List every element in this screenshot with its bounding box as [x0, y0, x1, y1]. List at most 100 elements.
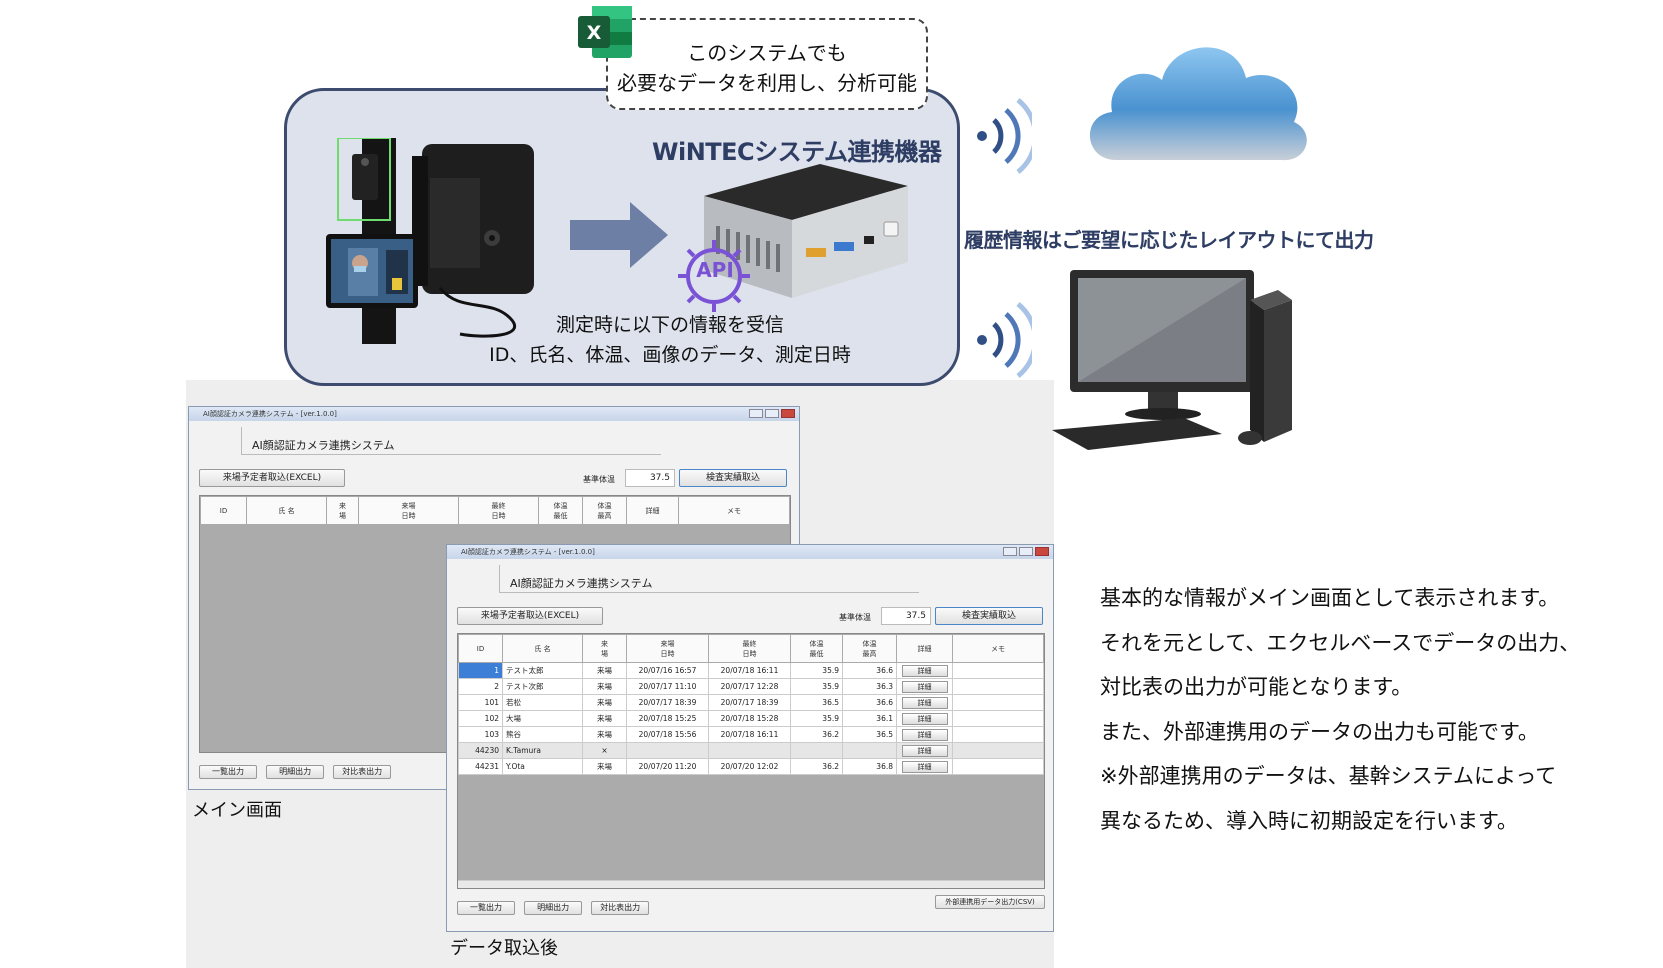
cell-memo[interactable]	[952, 662, 1044, 679]
cell-name: テスト太郎	[502, 662, 583, 679]
cell-memo[interactable]	[952, 710, 1044, 727]
bottom-button-bar: 一覧出力 明細出力 対比表出力 外部連携用データ出力(CSV)	[457, 895, 1045, 915]
output-note: 履歴情報はご要望に応じたレイアウトにて出力	[964, 228, 1374, 252]
cell-visit: 来場	[582, 662, 627, 679]
wireless-signal-icon	[977, 98, 1032, 174]
api-label: API	[696, 258, 734, 282]
col-header[interactable]: 来 場	[582, 634, 627, 663]
import-excel-button[interactable]: 来場予定者取込(EXCEL)	[457, 607, 603, 625]
cell-memo[interactable]	[952, 742, 1044, 759]
app-title: AI顔認証カメラ連携システム	[499, 565, 919, 593]
cell-name: テスト次郎	[502, 678, 583, 695]
import-excel-button[interactable]: 来場予定者取込(EXCEL)	[199, 469, 345, 487]
bottom-button-bar: 一覧出力 明細出力 対比表出力	[199, 759, 392, 779]
cell-tmax: 36.1	[842, 710, 897, 727]
col-header[interactable]: ID	[200, 496, 247, 525]
detail-output-button[interactable]: 明細出力	[524, 901, 583, 915]
cell-last-time: 20/07/20 12:02	[708, 758, 791, 775]
csv-export-button[interactable]: 外部連携用データ出力(CSV)	[935, 895, 1045, 909]
horizontal-scrollbar[interactable]	[458, 880, 1044, 888]
app-title: AI顔認証カメラ連携システム	[241, 427, 661, 455]
list-output-button[interactable]: 一覧出力	[457, 901, 515, 915]
cell-id: 103	[458, 726, 503, 743]
api-gear-icon	[678, 240, 750, 312]
detail-output-button[interactable]: 明細出力	[266, 765, 325, 779]
cell-tmin	[790, 742, 843, 759]
maximize-icon[interactable]	[1019, 547, 1033, 556]
window-title-bar: AI顔認証カメラ連携システム - [ver.1.0.0]	[189, 407, 799, 421]
col-header[interactable]: 体温 最低	[790, 634, 843, 663]
detail-button[interactable]: 詳細	[901, 680, 948, 693]
fetch-results-button[interactable]: 検査実績取込	[935, 607, 1043, 625]
minimize-icon[interactable]	[1003, 547, 1017, 556]
cell-tmin: 36.5	[790, 694, 843, 711]
description-block: 基本的な情報がメイン画面として表示されます。 それを元として、エクセルベースでデ…	[1100, 576, 1580, 843]
cell-name: 若松	[502, 694, 583, 711]
close-icon[interactable]	[1035, 547, 1049, 556]
col-header[interactable]: 体温 最高	[582, 496, 627, 525]
cell-tmax: 36.5	[842, 726, 897, 743]
col-header[interactable]: 詳細	[896, 634, 953, 663]
col-header[interactable]: メモ	[952, 634, 1044, 663]
detail-button[interactable]: 詳細	[901, 728, 948, 741]
excel-callout: このシステムでも 必要なデータを利用し、分析可能	[606, 18, 928, 110]
window-title-bar: AI顔認証カメラ連携システム - [ver.1.0.0]	[447, 545, 1053, 559]
detail-button[interactable]: 詳細	[901, 744, 948, 757]
excel-icon: X	[578, 6, 632, 58]
threshold-label: 基準体温	[583, 475, 615, 484]
callout-line-2: 必要なデータを利用し、分析可能	[617, 71, 917, 95]
col-header[interactable]: 来場 日時	[358, 496, 459, 525]
cell-tmax	[842, 742, 897, 759]
cell-memo[interactable]	[952, 694, 1044, 711]
detail-button[interactable]: 詳細	[901, 712, 948, 725]
callout-line-1: このシステムでも	[687, 41, 847, 65]
cell-name: K.Tamura	[502, 742, 583, 759]
detail-button[interactable]: 詳細	[901, 696, 948, 709]
desktop-pc-icon	[1052, 270, 1292, 450]
col-header[interactable]: 体温 最低	[538, 496, 583, 525]
cell-visit: 来場	[582, 710, 627, 727]
cell-memo[interactable]	[952, 678, 1044, 695]
cell-id: 102	[458, 710, 503, 727]
cell-memo[interactable]	[952, 758, 1044, 775]
col-header[interactable]: 来場 日時	[626, 634, 709, 663]
detail-button[interactable]: 詳細	[901, 664, 948, 677]
cell-visit: ×	[582, 742, 627, 759]
cloud-icon	[1089, 47, 1307, 161]
fetch-results-button[interactable]: 検査実績取込	[679, 469, 787, 487]
after-import-caption: データ取込後	[450, 938, 558, 959]
cell-visit-time: 20/07/17 11:10	[626, 678, 709, 695]
col-header[interactable]: ID	[458, 634, 503, 663]
maximize-icon[interactable]	[765, 409, 779, 418]
cell-visit: 来場	[582, 726, 627, 743]
threshold-input[interactable]: 37.5	[881, 607, 931, 625]
window-title: AI顔認証カメラ連携システム - [ver.1.0.0]	[203, 410, 337, 418]
list-output-button[interactable]: 一覧出力	[199, 765, 257, 779]
close-icon[interactable]	[781, 409, 795, 418]
col-header[interactable]: 体温 最高	[842, 634, 897, 663]
detail-button[interactable]: 詳細	[901, 760, 948, 773]
col-header[interactable]: 来 場	[326, 496, 359, 525]
col-header[interactable]: 氏 名	[246, 496, 327, 525]
minimize-icon[interactable]	[749, 409, 763, 418]
cell-detail: 詳細	[896, 678, 953, 695]
cell-last-time: 20/07/17 18:39	[708, 694, 791, 711]
flow-arrow-icon	[570, 202, 668, 268]
col-header[interactable]: 最終 日時	[708, 634, 791, 663]
cell-memo[interactable]	[952, 726, 1044, 743]
comparison-output-button[interactable]: 対比表出力	[333, 765, 392, 779]
col-header[interactable]: メモ	[678, 496, 790, 525]
col-header[interactable]: 最終 日時	[458, 496, 539, 525]
col-header[interactable]: 詳細	[626, 496, 679, 525]
comparison-output-button[interactable]: 対比表出力	[591, 901, 650, 915]
col-header[interactable]: 氏 名	[502, 634, 583, 663]
cell-id: 44231	[458, 758, 503, 775]
threshold-input[interactable]: 37.5	[625, 469, 675, 487]
